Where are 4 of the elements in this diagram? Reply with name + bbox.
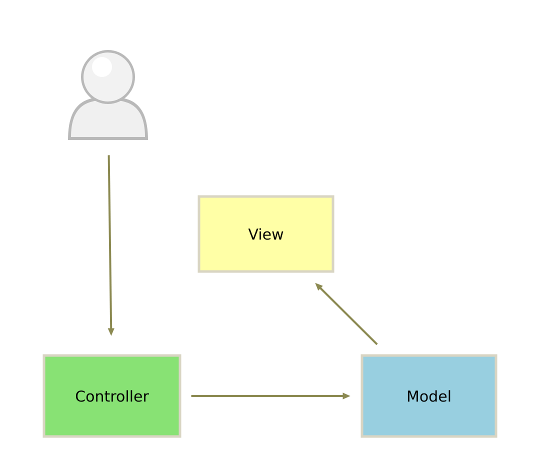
person-icon: [68, 50, 148, 140]
box: Model: [360, 354, 498, 438]
box: Controller: [42, 354, 182, 438]
box: View: [198, 195, 334, 273]
